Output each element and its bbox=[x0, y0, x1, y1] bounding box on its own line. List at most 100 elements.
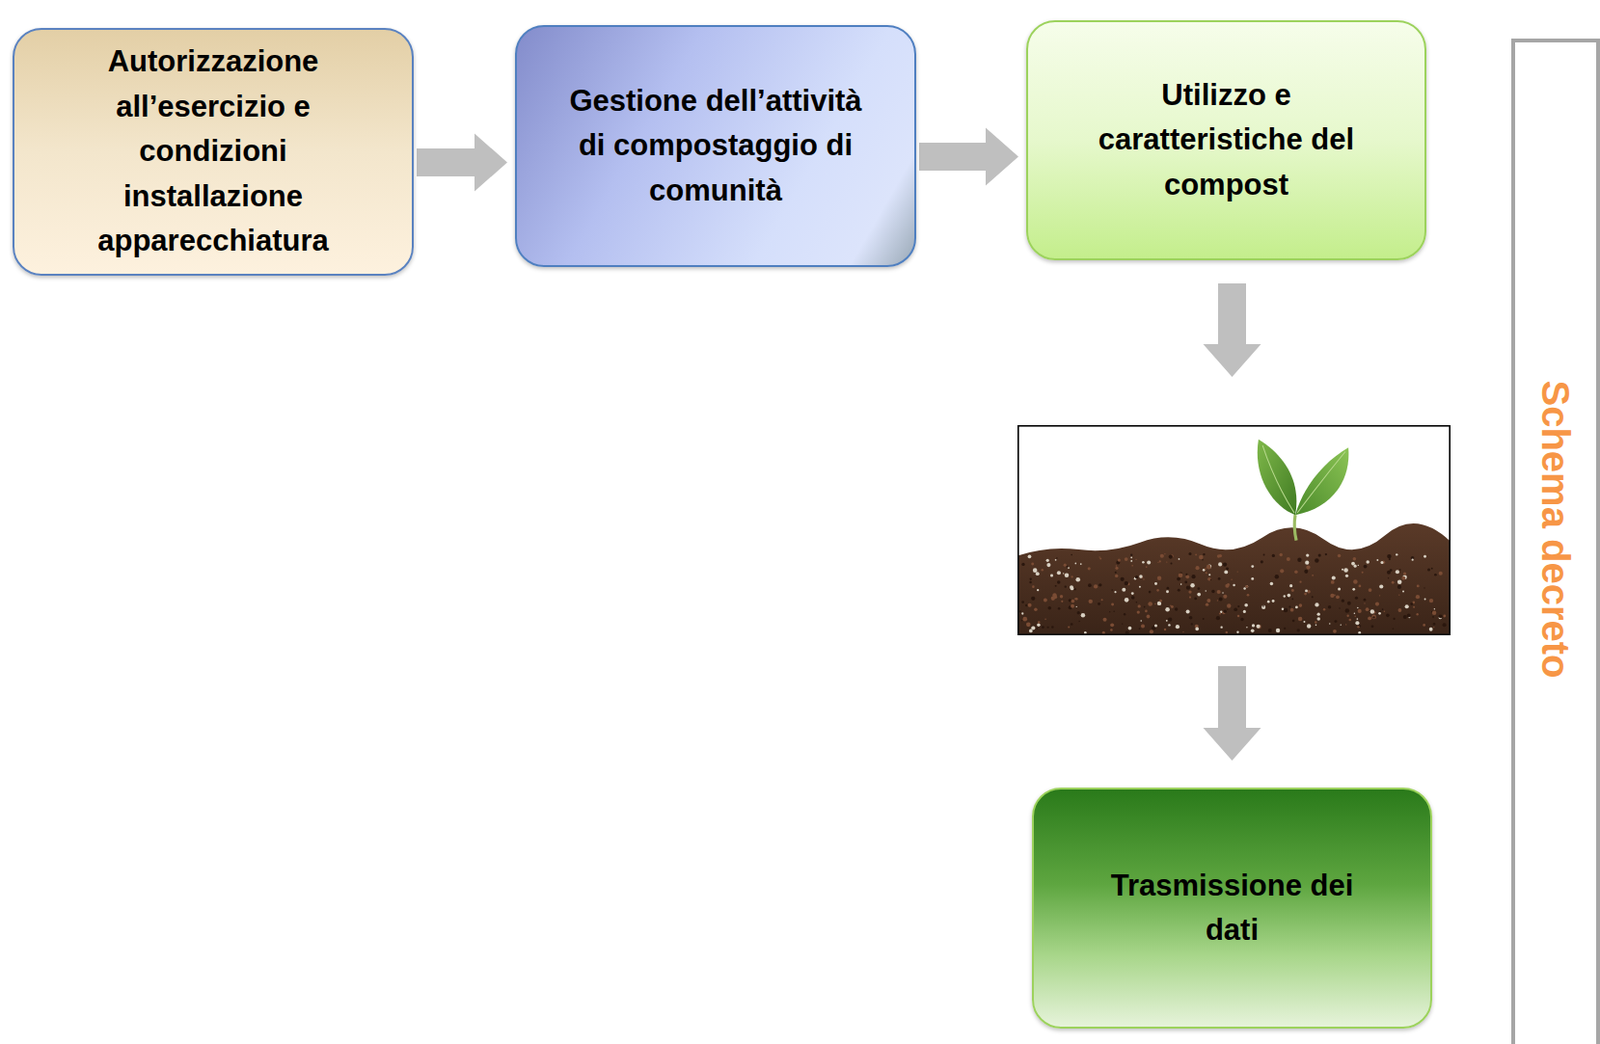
soil-speck bbox=[1167, 617, 1172, 622]
soil-speck bbox=[1190, 583, 1194, 588]
soil-speck bbox=[1047, 626, 1050, 629]
soil-speck bbox=[1287, 597, 1290, 600]
soil-speck bbox=[1066, 566, 1069, 569]
soil-speck bbox=[1222, 595, 1227, 599]
soil-speck bbox=[1087, 583, 1092, 588]
soil-speck bbox=[1347, 601, 1352, 606]
soil-speck bbox=[1189, 596, 1192, 599]
soil-speck bbox=[1128, 626, 1133, 631]
soil-speck bbox=[1345, 574, 1349, 578]
soil-speck bbox=[1367, 616, 1372, 621]
soil-speck bbox=[1098, 583, 1102, 587]
soil-speck bbox=[1341, 599, 1345, 603]
soil-speck bbox=[1218, 577, 1221, 581]
soil-speck bbox=[1037, 621, 1040, 624]
soil-speck bbox=[1081, 613, 1086, 619]
soil-speck bbox=[1283, 627, 1286, 630]
soil-speck bbox=[1337, 587, 1341, 591]
soil-speck bbox=[1164, 553, 1166, 555]
soil-speck bbox=[1363, 602, 1365, 604]
soil-speck bbox=[1196, 593, 1201, 597]
soil-speck bbox=[1166, 587, 1169, 591]
soil-speck bbox=[1226, 603, 1231, 608]
soil-speck bbox=[1186, 610, 1191, 615]
soil-speck bbox=[1030, 563, 1034, 567]
arrow-shape bbox=[919, 128, 1019, 187]
soil-speck bbox=[1074, 588, 1077, 591]
soil-speck bbox=[1353, 579, 1358, 585]
soil-speck bbox=[1379, 584, 1384, 589]
soil-speck bbox=[1223, 569, 1228, 574]
soil-speck bbox=[1225, 568, 1229, 571]
soil-speck bbox=[1022, 617, 1028, 623]
soil-speck bbox=[1109, 611, 1111, 613]
soil-speck bbox=[1033, 607, 1038, 612]
soil-speck bbox=[1270, 582, 1274, 586]
soil-speck bbox=[1355, 596, 1358, 600]
soil-speck bbox=[1110, 623, 1114, 627]
soil-speck bbox=[1434, 608, 1436, 610]
process-box: Utilizzo e caratteristiche del compost bbox=[1026, 20, 1427, 261]
soil-speck bbox=[1156, 589, 1160, 593]
soil-speck bbox=[1303, 593, 1307, 597]
soil-speck bbox=[1114, 571, 1117, 574]
soil-speck bbox=[1432, 616, 1435, 619]
soil-speck bbox=[1226, 608, 1228, 610]
soil-speck bbox=[1287, 594, 1292, 598]
soil-speck bbox=[1306, 623, 1311, 628]
soil-speck bbox=[1170, 562, 1173, 565]
soil-speck bbox=[1036, 589, 1039, 592]
soil-speck bbox=[1332, 629, 1337, 634]
soil-speck bbox=[1043, 598, 1048, 603]
soil-speck bbox=[1029, 581, 1031, 584]
soil-speck bbox=[1075, 597, 1079, 601]
soil-speck bbox=[1154, 603, 1156, 605]
soil-speck bbox=[1184, 581, 1188, 585]
soil-speck bbox=[1297, 628, 1301, 632]
soil-sprout-picture bbox=[1017, 425, 1451, 636]
soil-speck bbox=[1021, 600, 1025, 604]
soil-speck bbox=[1101, 598, 1104, 601]
soil-speck bbox=[1299, 603, 1303, 608]
soil-speck bbox=[1135, 559, 1137, 561]
soil-speck bbox=[1138, 627, 1141, 630]
soil-speck bbox=[1164, 628, 1167, 631]
soil-speck bbox=[1295, 606, 1299, 610]
soil-speck bbox=[1372, 616, 1375, 619]
soil-speck bbox=[1386, 554, 1391, 559]
soil-speck bbox=[1185, 573, 1188, 576]
soil-speck bbox=[1237, 570, 1239, 572]
soil-speck bbox=[1206, 598, 1211, 603]
soil-speck bbox=[1226, 583, 1230, 587]
soil-speck bbox=[1207, 577, 1212, 582]
soil-speck bbox=[1076, 606, 1078, 608]
soil-speck bbox=[1263, 554, 1266, 557]
soil-speck bbox=[1221, 592, 1223, 594]
soil-speck bbox=[1044, 619, 1047, 622]
soil-speck bbox=[1363, 565, 1368, 570]
soil-speck bbox=[1124, 597, 1130, 603]
soil-speck bbox=[1131, 596, 1136, 600]
soil-speck bbox=[1399, 569, 1402, 571]
soil-speck bbox=[1335, 595, 1340, 599]
soil-speck bbox=[1294, 569, 1298, 573]
soil-speck bbox=[1026, 623, 1031, 628]
soil-speck bbox=[1057, 570, 1061, 575]
soil-speck bbox=[1113, 591, 1116, 594]
soil-speck bbox=[1117, 559, 1121, 563]
soil bbox=[1017, 523, 1451, 636]
soil-speck bbox=[1160, 554, 1165, 559]
soil-speck bbox=[1243, 610, 1247, 614]
soil-speck bbox=[1030, 578, 1032, 581]
soil-speck bbox=[1433, 626, 1435, 628]
soil-speck bbox=[1429, 627, 1434, 632]
soil-speck bbox=[1078, 621, 1080, 623]
soil-speck bbox=[1120, 577, 1125, 582]
soil-speck bbox=[1297, 558, 1302, 563]
soil-speck bbox=[1138, 604, 1141, 608]
soil-speck bbox=[1197, 587, 1201, 591]
soil-texture bbox=[1019, 552, 1447, 635]
soil-speck bbox=[1299, 581, 1302, 584]
soil-speck bbox=[1202, 618, 1205, 621]
soil-speck bbox=[1030, 596, 1035, 601]
